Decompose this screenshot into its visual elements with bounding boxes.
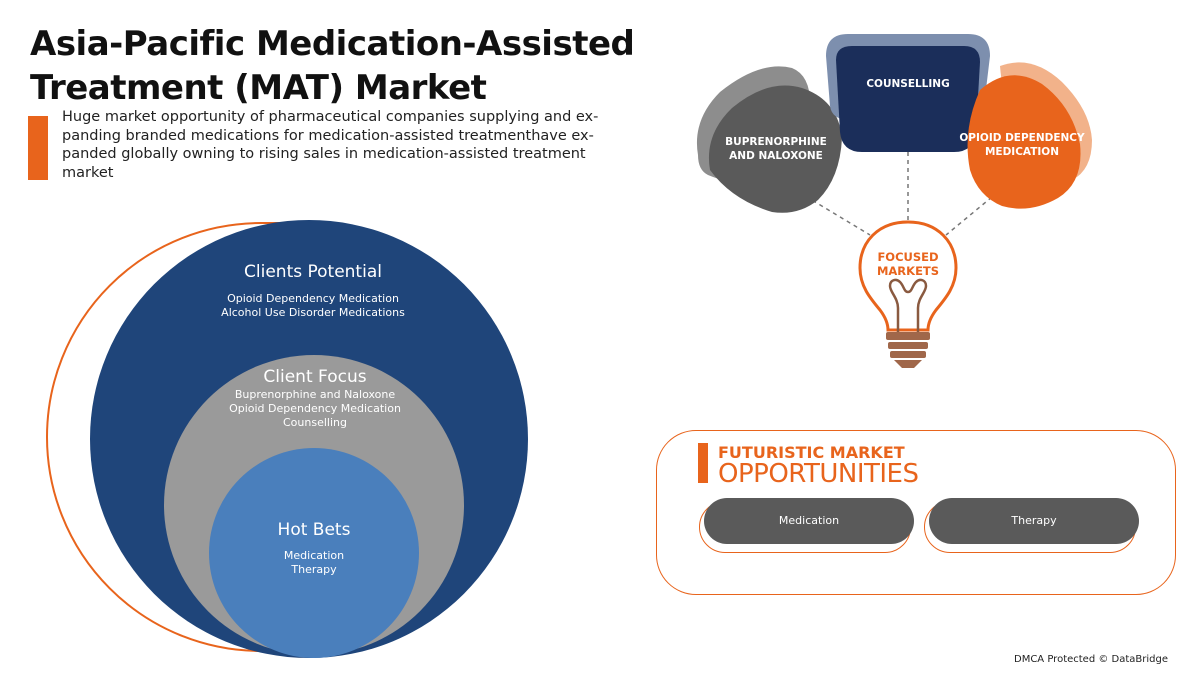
connector-right	[945, 191, 999, 236]
hot-bets-heading: Hot Bets	[277, 520, 351, 540]
subtitle-line-4: market	[62, 164, 114, 181]
card-counselling-line1: COUNSELLING	[866, 78, 949, 90]
opportunities-title-line1: FUTURISTIC MARKET	[718, 443, 905, 462]
footer-copyright: DMCA Protected © DataBridge	[1014, 654, 1169, 665]
clients-potential-item: Opioid Dependency Medication	[227, 292, 399, 305]
bulb-label-line1: FOCUSED	[877, 250, 938, 264]
card-opioid-line2: MEDICATION	[985, 146, 1059, 158]
hot-bets-item: Medication	[283, 549, 345, 562]
clients-potential-text: Clients Potential Opioid Dependency Medi…	[160, 261, 466, 320]
client-focus-item: Buprenorphine and Naloxone	[234, 388, 396, 401]
hot-bets-text: Hot Bets Medication Therapy	[229, 519, 399, 577]
card-buprenorphine-line1: BUPRENORPHINE	[725, 136, 827, 148]
client-focus-heading: Client Focus	[263, 367, 367, 387]
opportunities-panel	[656, 430, 1176, 595]
client-focus-item: Counselling	[283, 416, 347, 429]
clients-potential-heading: Clients Potential	[244, 262, 382, 282]
clients-potential-item: Alcohol Use Disorder Medications	[221, 306, 405, 319]
subtitle: Huge market opportunity of pharmaceutica…	[62, 108, 637, 182]
opportunity-pill-medication: Medication	[704, 498, 914, 544]
subtitle-accent-bar	[28, 116, 48, 180]
opportunities-accent-bar	[698, 443, 708, 483]
card-buprenorphine-line2: AND NALOXONE	[729, 150, 823, 162]
page-title: Asia-Pacific Medication-Assisted Treatme…	[30, 22, 670, 110]
card-opioid: OPIOID DEPENDENCY MEDICATION	[959, 62, 1092, 209]
hot-bets-circle	[209, 448, 419, 658]
lightbulb-icon	[858, 220, 958, 368]
subtitle-line-3: panded globally owning to rising sales i…	[62, 146, 586, 162]
focused-markets-diagram: BUPRENORPHINE AND NALOXONE COUNSELLING O…	[696, 34, 1092, 368]
title-line-1: Asia-Pacific Medication-Assisted	[30, 24, 635, 64]
hot-bets-item: Therapy	[291, 563, 337, 576]
card-buprenorphine: BUPRENORPHINE AND NALOXONE	[696, 66, 842, 213]
bulb-label-line2: MARKETS	[877, 264, 939, 278]
card-opioid-line1: OPIOID DEPENDENCY	[959, 132, 1085, 144]
subtitle-line-2: panding branded medications for medicati…	[62, 127, 594, 144]
client-focus-text: Client Focus Buprenorphine and Naloxone …	[180, 366, 450, 430]
connector-left	[791, 187, 871, 236]
subtitle-line-1: Huge market opportunity of pharmaceutica…	[62, 109, 599, 125]
client-focus-item: Opioid Dependency Medication	[229, 402, 401, 415]
opportunity-pill-therapy: Therapy	[929, 498, 1139, 544]
opportunities-title-line2: OPPORTUNITIES	[718, 459, 919, 489]
card-counselling: COUNSELLING	[826, 34, 990, 152]
title-line-2: Treatment (MAT) Market	[30, 68, 487, 108]
